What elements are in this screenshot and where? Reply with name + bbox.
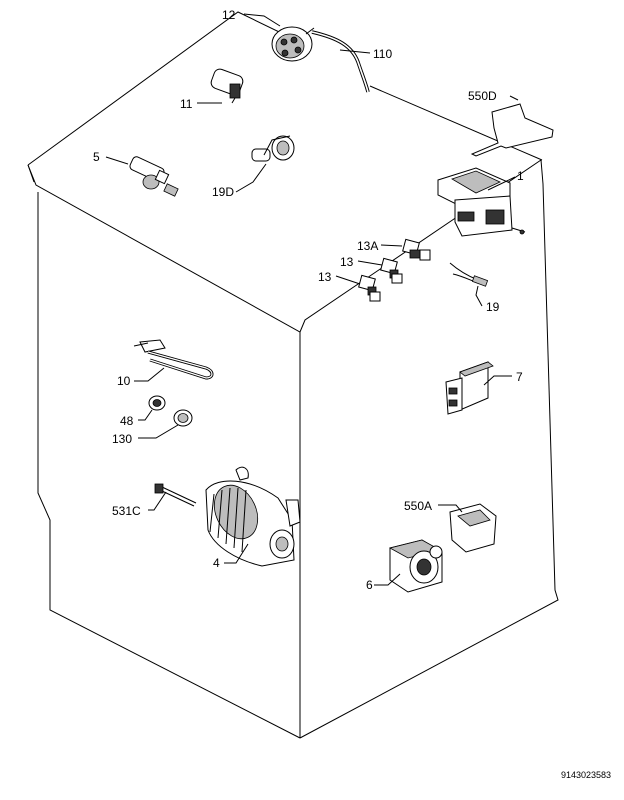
cabinet-outline — [27, 11, 559, 739]
label-13-lower: 13 — [318, 270, 332, 284]
part-10-heating-element — [133, 339, 214, 380]
label-531C: 531C — [112, 504, 141, 518]
part-19-ntc-probe — [449, 262, 489, 287]
part-19D-sensor — [251, 135, 295, 162]
label-13-upper: 13 — [340, 255, 354, 269]
label-1: 1 — [517, 169, 524, 183]
label-5: 5 — [93, 150, 100, 164]
label-6: 6 — [366, 578, 373, 592]
label-550A: 550A — [404, 499, 432, 513]
part-130-bearing-seal — [173, 409, 193, 427]
part-12-pressure-switch — [271, 26, 315, 62]
part-13A-connector — [402, 238, 431, 261]
part-4-motor — [205, 466, 301, 567]
label-130: 130 — [112, 432, 132, 446]
part-13-connector-lower — [358, 274, 381, 302]
label-19D: 19D — [212, 185, 234, 199]
part-6-door-interlock — [388, 539, 443, 593]
part-7-filter — [445, 361, 494, 415]
part-550D-bracket — [470, 103, 554, 157]
part-110-hose — [311, 30, 370, 93]
label-48: 48 — [120, 414, 134, 428]
part-13-connector-upper — [380, 257, 403, 284]
part-labels: 12 110 11 550D 5 19D 1 13A 13 13 19 10 7… — [93, 8, 611, 780]
label-11: 11 — [180, 97, 193, 111]
label-110: 110 — [373, 47, 392, 61]
label-7: 7 — [516, 370, 523, 384]
label-550D: 550D — [468, 89, 497, 103]
leader-lines — [134, 13, 519, 586]
part-48-thermostat — [148, 395, 166, 411]
label-13A: 13A — [357, 239, 378, 253]
part-550A-cover — [449, 503, 497, 553]
document-id: 9143023583 — [561, 770, 611, 780]
label-10: 10 — [117, 374, 131, 388]
part-11-capacitor — [210, 68, 244, 104]
label-4: 4 — [213, 556, 220, 570]
part-531C-screw — [154, 483, 197, 507]
part-5-inlet-valve — [105, 156, 179, 197]
label-12: 12 — [222, 8, 236, 22]
label-19: 19 — [486, 300, 500, 314]
part-1-electronic-module — [437, 167, 526, 237]
